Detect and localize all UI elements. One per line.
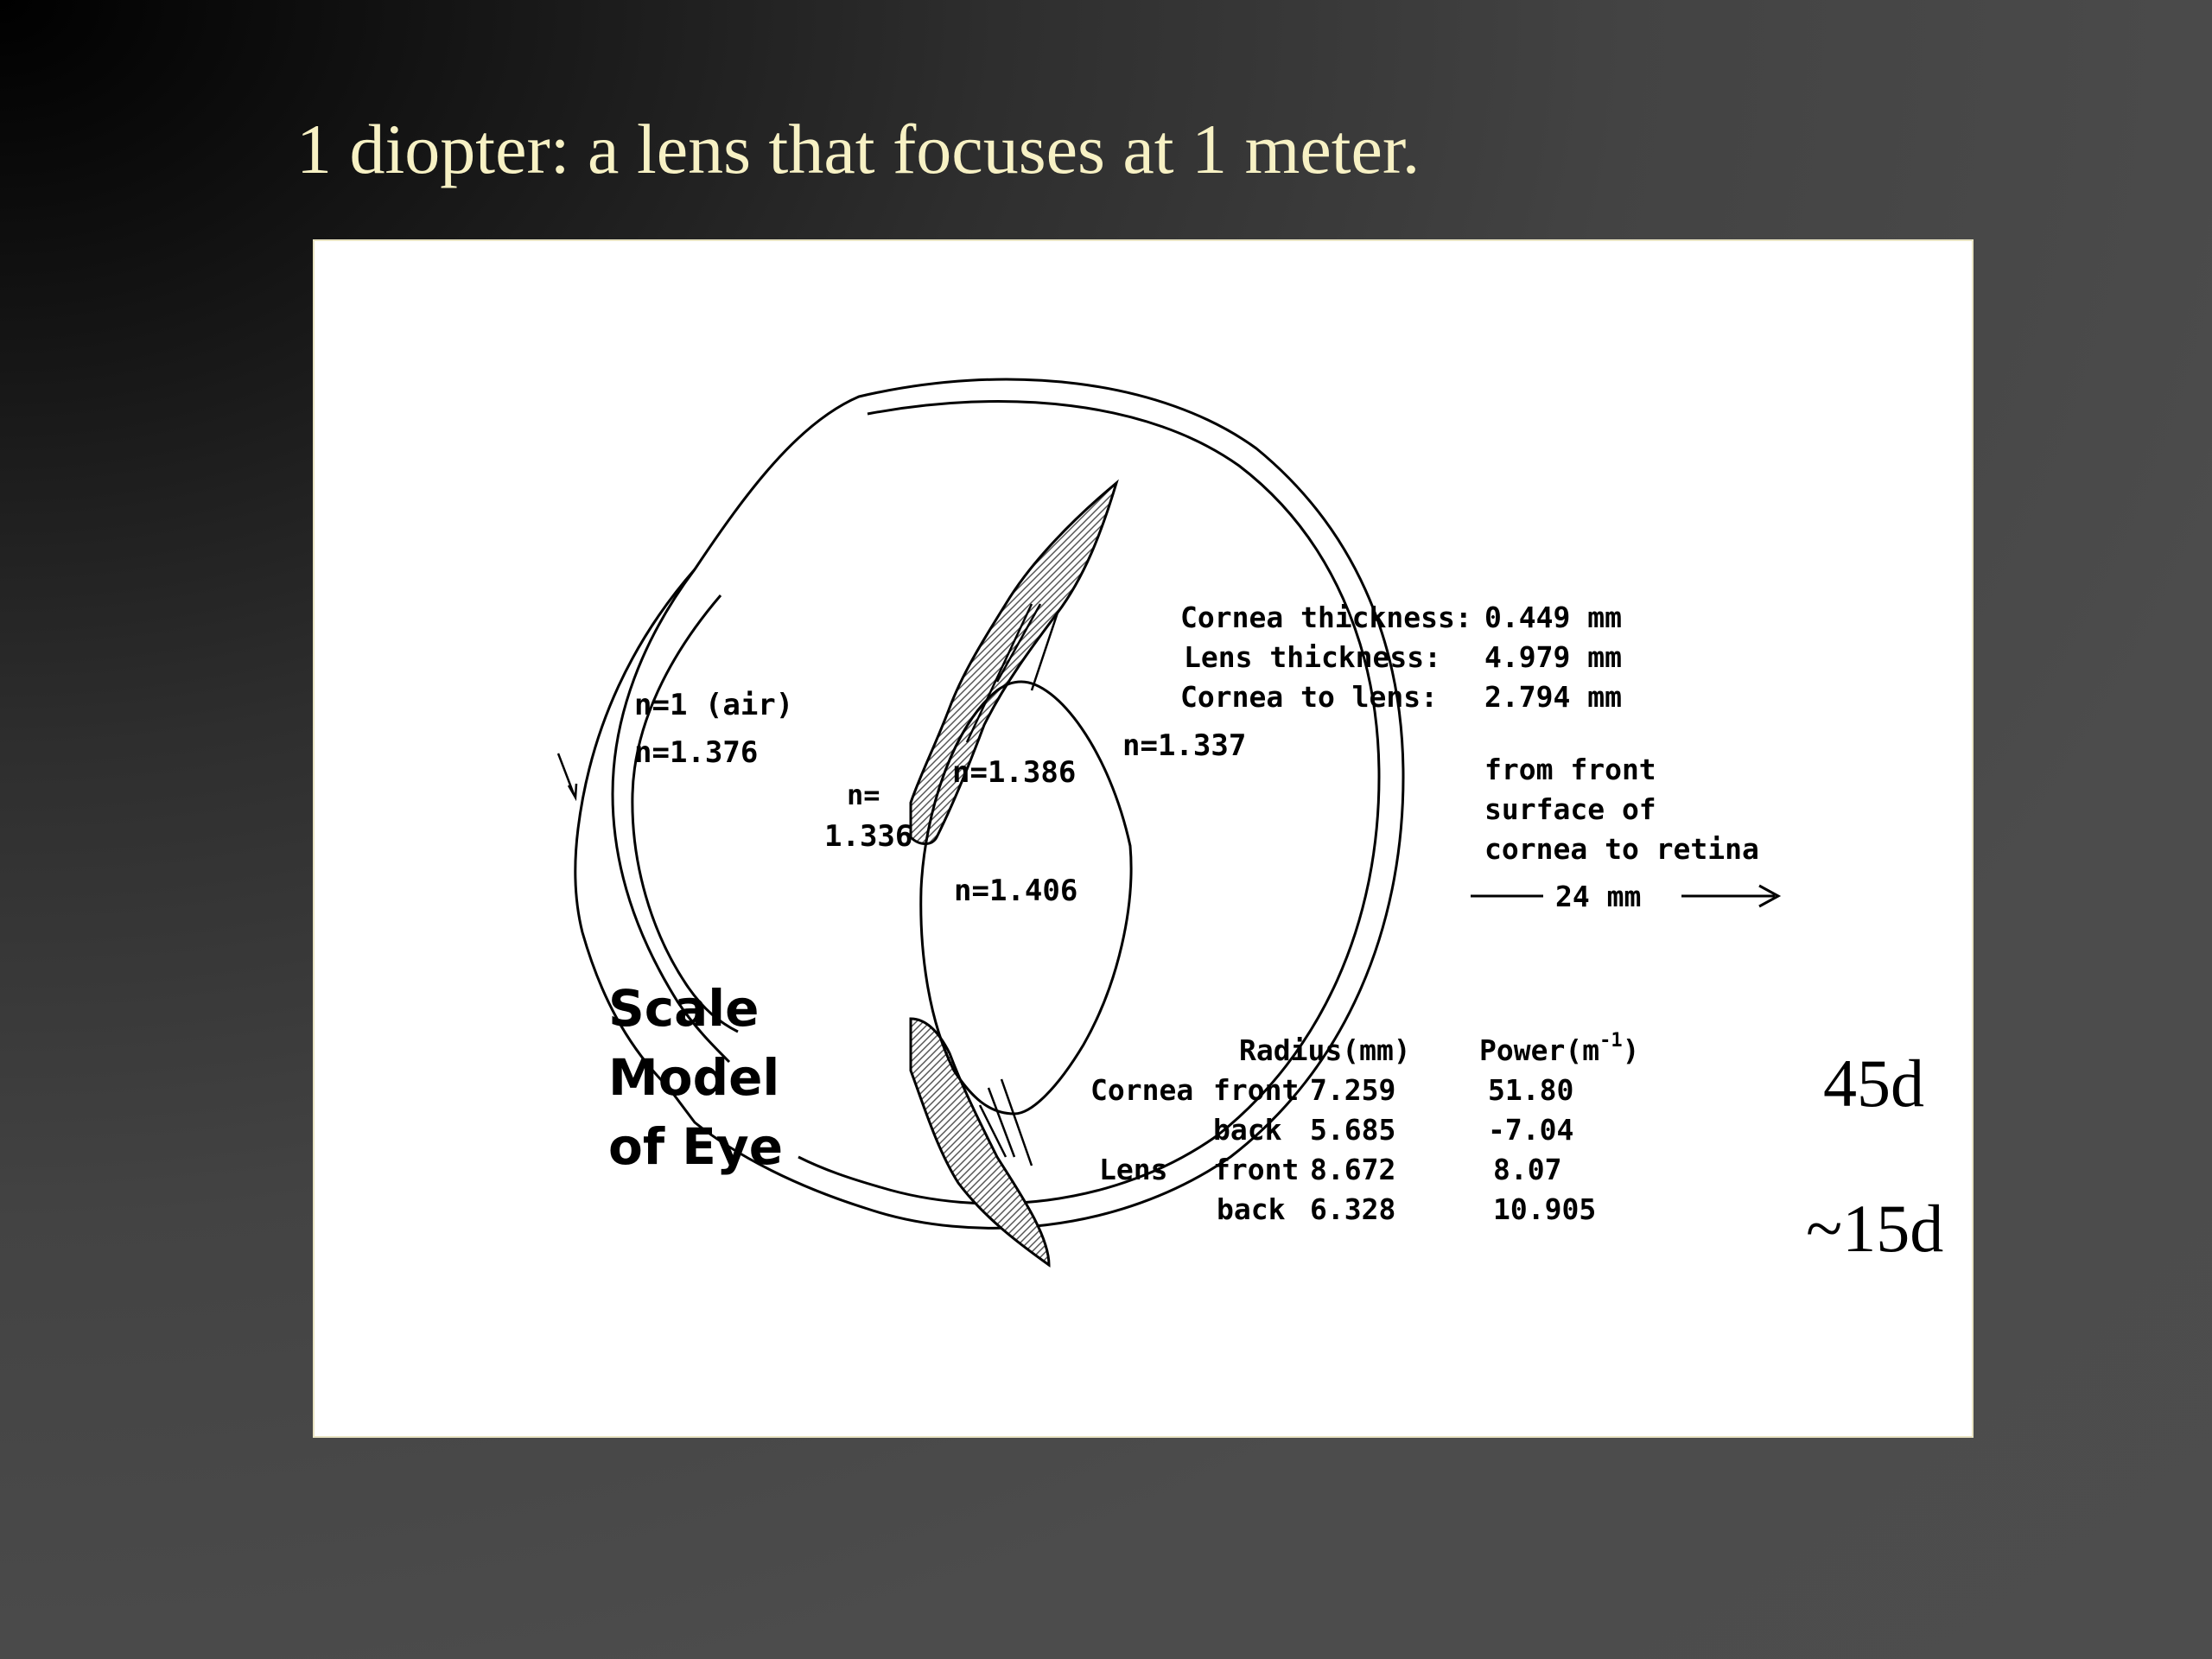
index-lens-outer: n=1.386 xyxy=(952,755,1076,790)
eye-diagram: Scale Model of Eye n=1 (air) n=1.376 n= … xyxy=(556,378,1782,1268)
index-aqueous-bottom: 1.336 xyxy=(824,819,912,854)
heading-line-2: Model xyxy=(608,1048,779,1107)
table-row-0-group: Cornea xyxy=(1090,1073,1193,1107)
retina-inner xyxy=(798,400,1381,1205)
cornea-index-pointer xyxy=(556,753,575,795)
slide-title: 1 diopter: a lens that focuses at 1 mete… xyxy=(296,110,1421,188)
crystalline-lens xyxy=(919,680,1133,1116)
zonule-fibres xyxy=(965,603,1059,1166)
heading-line-1: Scale xyxy=(608,979,760,1038)
axial-length-value: 24 mm xyxy=(1555,880,1641,913)
table-col-power-label: Power(m xyxy=(1479,1033,1599,1067)
table-row-1-surface: back xyxy=(1213,1113,1282,1147)
cornea-outer xyxy=(611,569,731,1064)
cornea-power-annotation: 45d xyxy=(1823,1046,1924,1121)
axial-arrow-head xyxy=(1758,884,1782,908)
table-row-2-radius: 8.672 xyxy=(1310,1153,1395,1186)
table-row-0-radius: 7.259 xyxy=(1310,1073,1395,1107)
cornea-to-lens-value: 2.794 mm xyxy=(1484,680,1622,714)
table-row-1-radius: 5.685 xyxy=(1310,1113,1395,1147)
table-col-radius: Radius(mm) xyxy=(1239,1033,1411,1067)
axial-line-3: cornea to retina xyxy=(1484,832,1759,866)
lens-thickness-value: 4.979 mm xyxy=(1484,640,1622,674)
table-row-3-surface: back xyxy=(1217,1192,1286,1226)
cornea-pointer-head xyxy=(567,783,578,802)
lens-thickness-label: Lens thickness: xyxy=(1184,640,1441,674)
index-air: n=1 (air) xyxy=(634,688,793,722)
index-cornea: n=1.376 xyxy=(634,735,758,770)
table-row-3-radius: 6.328 xyxy=(1310,1192,1395,1226)
table-col-power-close: ) xyxy=(1623,1033,1640,1067)
table-row-0-power: 51.80 xyxy=(1488,1073,1573,1107)
cornea-to-lens-label: Cornea to lens: xyxy=(1180,680,1438,714)
table-row-2-power: 8.07 xyxy=(1493,1153,1561,1186)
heading-line-3: of Eye xyxy=(608,1117,783,1176)
table-row-3-power: 10.905 xyxy=(1493,1192,1596,1226)
axial-line-1: from front xyxy=(1484,753,1656,786)
index-lens-core: n=1.406 xyxy=(954,874,1077,908)
eye-diagram-panel: Scale Model of Eye n=1 (air) n=1.376 n= … xyxy=(313,239,1974,1438)
lens-power-annotation: ~15d xyxy=(1806,1191,1944,1266)
index-aqueous-top: n= xyxy=(847,779,880,811)
axial-line-2: surface of xyxy=(1484,792,1656,826)
table-row-2-group: Lens xyxy=(1099,1153,1167,1186)
cornea-inner xyxy=(631,594,739,1033)
table-row-2-surface: front xyxy=(1213,1153,1299,1186)
table-row-0-surface: front xyxy=(1213,1073,1299,1107)
cornea-thickness-label: Cornea thickness: xyxy=(1180,601,1472,634)
cornea-thickness-value: 0.449 mm xyxy=(1484,601,1622,634)
table-col-power-exp: -1 xyxy=(1599,1030,1623,1052)
table-row-1-power: -7.04 xyxy=(1488,1113,1573,1147)
lower-ciliary-body xyxy=(909,1017,1051,1268)
index-vitreous: n=1.337 xyxy=(1122,728,1246,763)
sclera-outer xyxy=(574,378,1405,1230)
table-col-power: Power(m-1) xyxy=(1479,1030,1639,1067)
